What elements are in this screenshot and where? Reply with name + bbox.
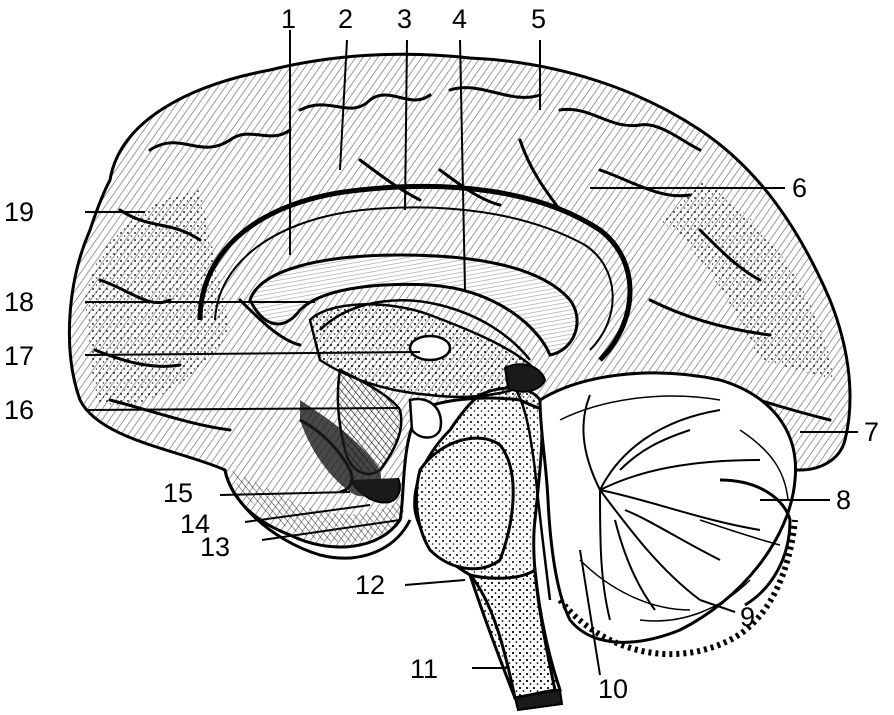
label-6: 6 <box>792 173 807 203</box>
label-8: 8 <box>836 485 851 515</box>
corpus-callosum-fibres <box>250 255 578 355</box>
leader-17 <box>84 351 421 356</box>
cortex-stipple-posterior <box>660 180 835 380</box>
fornix <box>319 299 531 361</box>
leader-9 <box>699 599 736 613</box>
cortex-stipple <box>85 190 230 406</box>
label-9: 9 <box>740 602 755 632</box>
cingulate-gyrus <box>197 183 633 362</box>
medulla-cut-end <box>513 688 564 712</box>
label-2: 2 <box>338 4 353 34</box>
cerebellar-folia <box>559 395 789 622</box>
cerebellum-hemisphere-rim <box>719 478 792 607</box>
leader-10 <box>579 549 601 676</box>
leader-12 <box>404 579 466 586</box>
label-10: 10 <box>598 674 628 704</box>
label-4: 4 <box>452 4 467 34</box>
label-15: 15 <box>163 478 193 508</box>
pons-stipple <box>416 438 514 569</box>
leader-3 <box>404 39 408 211</box>
label-11: 11 <box>410 654 438 684</box>
label-7: 7 <box>864 417 879 447</box>
leader-4 <box>459 39 466 291</box>
cerebellum-lower-folia <box>557 519 798 658</box>
label-12: 12 <box>355 570 385 600</box>
leader-15 <box>219 491 351 496</box>
leader-2 <box>339 39 348 171</box>
temporal-lobe-shading <box>230 470 405 543</box>
leader-16 <box>84 407 401 411</box>
label-13: 13 <box>200 532 230 562</box>
label-16: 16 <box>4 395 34 425</box>
leader-14 <box>244 504 371 523</box>
parahippocampal-region <box>300 400 381 497</box>
cingulate-sulcus <box>214 206 614 351</box>
label-19: 19 <box>4 197 34 227</box>
label-3: 3 <box>397 4 412 34</box>
mammillary-body <box>408 397 443 439</box>
temporal-lobe-underside <box>223 469 412 560</box>
leader-13 <box>261 519 401 541</box>
leader-lines <box>84 30 858 676</box>
label-18: 18 <box>4 287 34 317</box>
label-14: 14 <box>180 509 210 539</box>
medulla <box>467 567 562 700</box>
label-5: 5 <box>531 4 546 34</box>
label-17: 17 <box>4 341 34 371</box>
arbor-vitae <box>582 394 761 621</box>
interthalamic-adhesion <box>408 334 452 362</box>
number-labels: 1 2 3 4 5 6 7 8 9 10 11 12 13 14 15 16 1… <box>4 4 879 704</box>
cerebral-aqueduct <box>508 379 552 601</box>
pineal-body <box>503 363 547 393</box>
label-1: 1 <box>281 4 296 34</box>
